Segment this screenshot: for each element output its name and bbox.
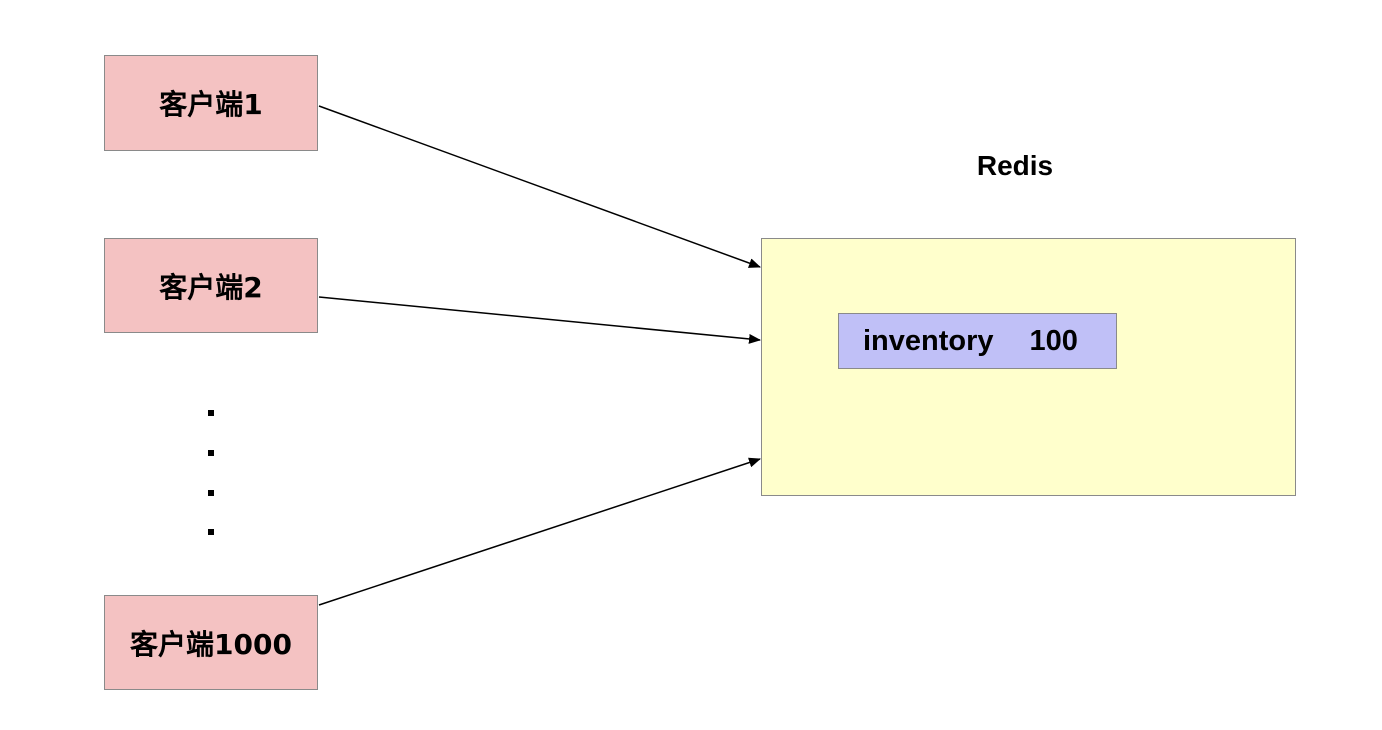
client-1-box: 客户端1 bbox=[104, 55, 318, 151]
inventory-key: inventory bbox=[863, 324, 994, 357]
client-1000-label: 客户端1000 bbox=[130, 627, 292, 661]
client-2-label: 客户端2 bbox=[159, 270, 263, 304]
ellipsis-dot bbox=[208, 529, 214, 535]
client-2-box: 客户端2 bbox=[104, 238, 318, 333]
arrow-client1000-to-redis bbox=[318, 457, 761, 606]
redis-title: Redis bbox=[976, 150, 1054, 181]
client-1-label: 客户端1 bbox=[159, 88, 263, 121]
client-1000-box: 客户端1000 bbox=[104, 595, 318, 690]
ellipsis-dot bbox=[208, 410, 214, 416]
ellipsis-dot bbox=[208, 490, 214, 496]
inventory-value: 100 bbox=[1029, 324, 1078, 357]
ellipsis-dot bbox=[208, 450, 214, 456]
arrow-client2-to-redis bbox=[318, 296, 761, 344]
inventory-entry: inventory 100 bbox=[838, 313, 1117, 369]
arrow-client1-to-redis bbox=[318, 105, 761, 268]
